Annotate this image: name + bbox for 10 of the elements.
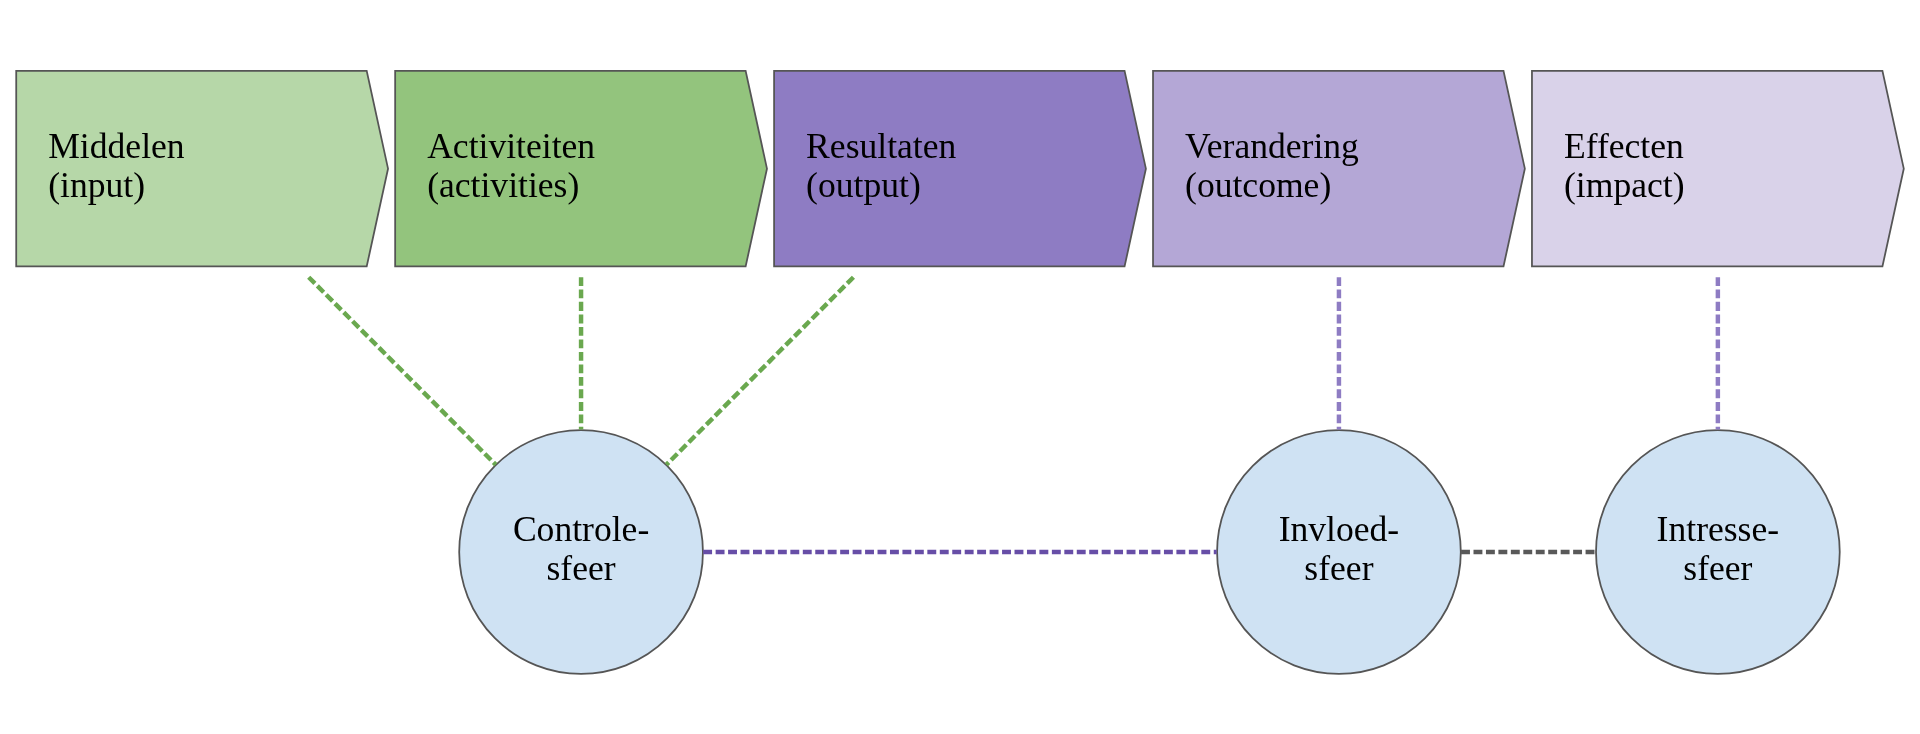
connector [664,275,855,467]
connector [703,549,1217,555]
connector [307,275,498,467]
node-circle: Controle- sfeer [458,429,704,675]
node-circle: Intresse- sfeer [1595,429,1841,675]
connector [1461,549,1596,555]
connector [1336,277,1342,430]
connector [1715,277,1721,430]
connector [578,277,584,430]
node-circle: Invloed- sfeer [1216,429,1462,675]
